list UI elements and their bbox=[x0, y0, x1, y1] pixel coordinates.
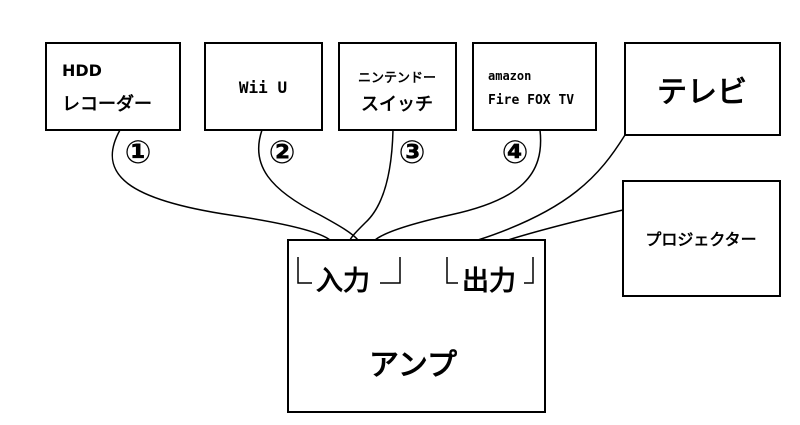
output-bracket-left bbox=[446, 257, 458, 284]
tv-box bbox=[624, 42, 781, 136]
wire-amp-output-to-tv bbox=[477, 134, 626, 241]
hdd-recorder-box bbox=[45, 42, 181, 131]
connector-number-3: ③ bbox=[398, 133, 425, 171]
amp-output-label: 出力 bbox=[462, 266, 516, 297]
amp-input-label: 入力 bbox=[316, 266, 370, 297]
output-tv: テレビ bbox=[624, 42, 781, 136]
output-bracket-right bbox=[524, 257, 534, 284]
fire-tv-box bbox=[472, 42, 597, 131]
source-fire-tv: amazon Fire FOX TV bbox=[472, 42, 597, 131]
input-bracket-left bbox=[297, 257, 312, 284]
wire-amp-output-to-projector bbox=[507, 209, 624, 241]
output-projector: プロジェクター bbox=[622, 180, 781, 297]
hdd-recorder-label-line1: HDD bbox=[62, 61, 102, 80]
wire-hdd-to-amp-input bbox=[111, 129, 331, 241]
wires bbox=[111, 129, 626, 241]
source-wii-u: Wii U bbox=[204, 42, 323, 131]
wii-u-box bbox=[204, 42, 323, 131]
projector-box bbox=[622, 180, 781, 297]
fire-tv-label-line1: amazon bbox=[488, 69, 531, 83]
nintendo-switch-box bbox=[338, 42, 457, 131]
source-hdd-recorder: HDD レコーダー bbox=[45, 42, 181, 131]
wire-wiiu-to-amp-input bbox=[257, 129, 359, 241]
wire-switch-to-amp-input bbox=[349, 129, 394, 241]
wii-u-label: Wii U bbox=[239, 78, 287, 97]
connector-number-2: ② bbox=[268, 133, 295, 171]
projector-label: プロジェクター bbox=[645, 230, 756, 249]
amplifier-title: アンプ bbox=[369, 348, 458, 383]
tv-label: テレビ bbox=[657, 75, 747, 110]
connector-numbers: ① ② ③ ④ bbox=[124, 133, 528, 171]
hdd-recorder-label-line2: レコーダー bbox=[62, 93, 152, 115]
nintendo-switch-label-line1: ニンテンドー bbox=[358, 71, 436, 86]
amplifier-box bbox=[287, 239, 546, 413]
amplifier: 入力 出力 アンプ bbox=[287, 239, 546, 413]
wire-firetv-to-amp-input bbox=[374, 129, 542, 241]
fire-tv-label-line2: Fire FOX TV bbox=[488, 93, 574, 108]
connector-number-1: ① bbox=[124, 133, 151, 171]
source-nintendo-switch: ニンテンドー スイッチ bbox=[338, 42, 457, 131]
connector-number-4: ④ bbox=[501, 133, 528, 171]
input-bracket-right bbox=[380, 257, 401, 284]
nintendo-switch-label-line2: スイッチ bbox=[361, 94, 433, 115]
